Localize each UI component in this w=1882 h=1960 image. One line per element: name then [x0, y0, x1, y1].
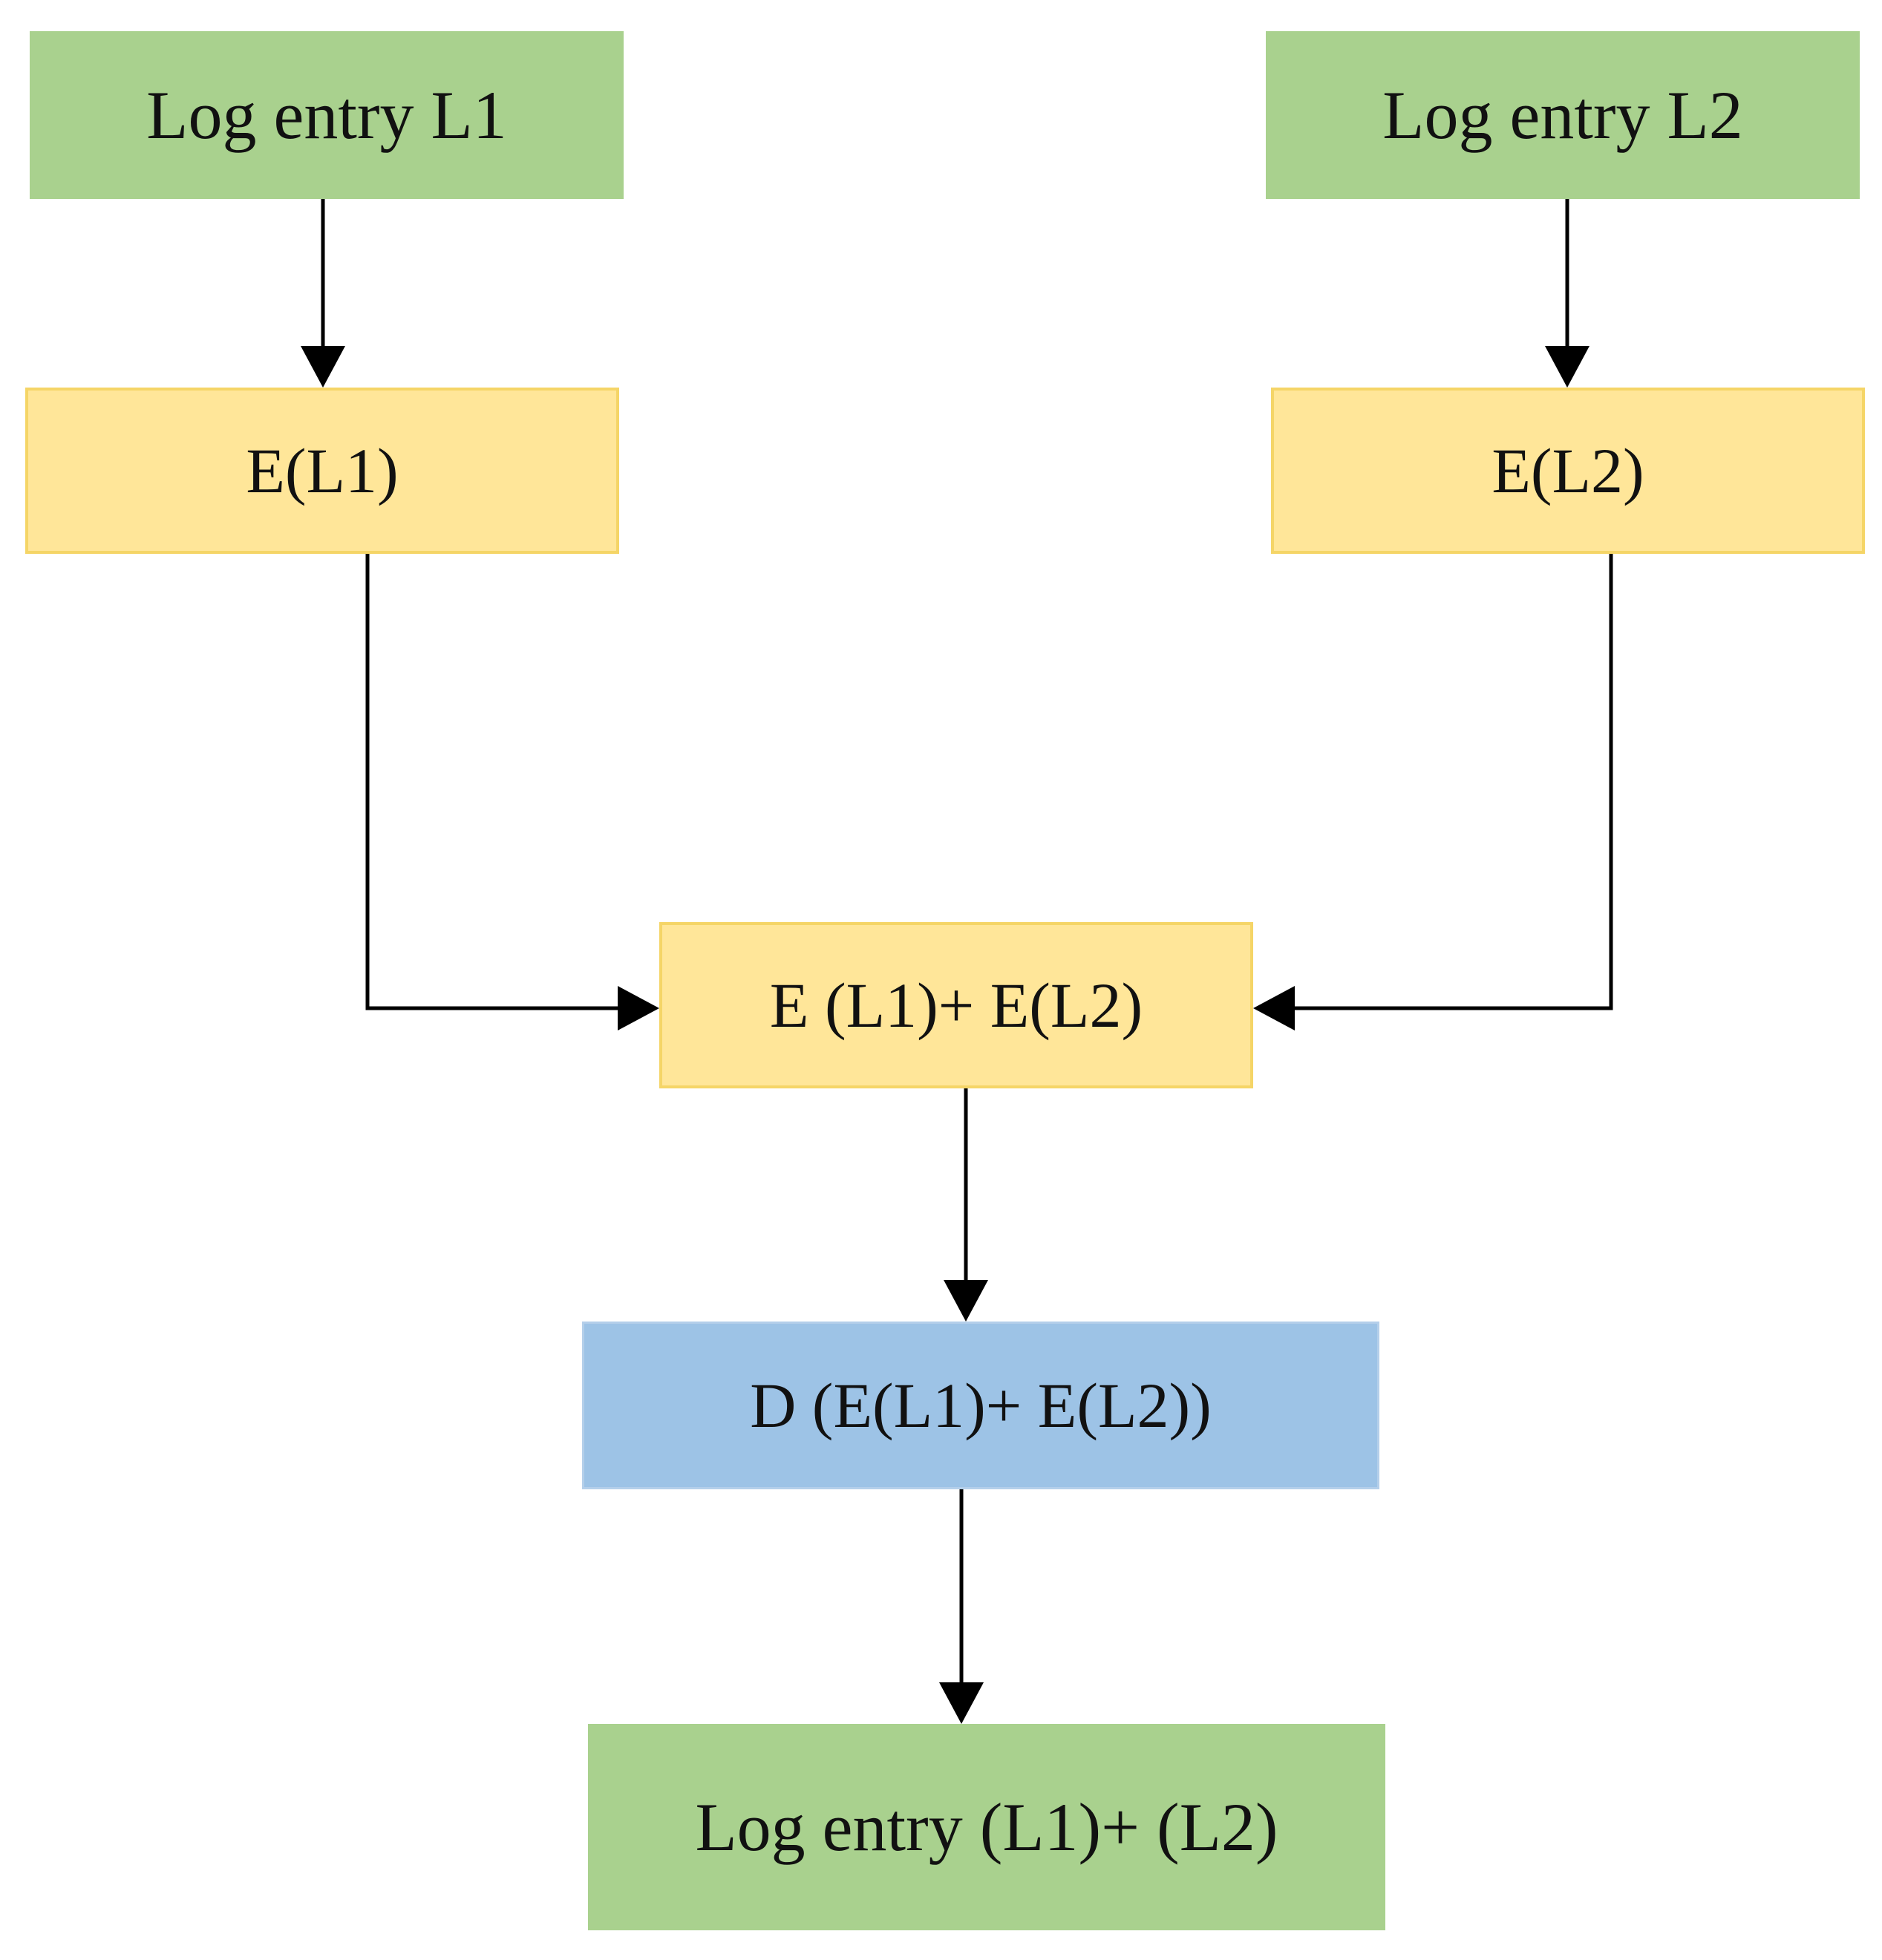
- edge-dec-to-out: [939, 1489, 984, 1724]
- node-encrypted-sum: E (L1)+ E(L2): [659, 922, 1253, 1088]
- node-label: D (E(L1)+ E(L2)): [750, 1370, 1212, 1441]
- node-encrypt-l2: E(L2): [1271, 388, 1865, 554]
- node-label: Log entry L2: [1382, 77, 1743, 153]
- node-log-entry-l2: Log entry L2: [1266, 31, 1860, 199]
- node-label: E (L1)+ E(L2): [769, 970, 1143, 1041]
- edge-sum-to-dec: [944, 1088, 988, 1322]
- node-log-entry-l1: Log entry L1: [30, 31, 624, 199]
- edge-l1-to-el1: [301, 199, 345, 388]
- edge-el2-to-sum: [1253, 554, 1613, 1030]
- node-label: Log entry L1: [146, 77, 507, 153]
- node-label: Log entry (L1)+ (L2): [695, 1789, 1278, 1865]
- node-label: E(L2): [1491, 435, 1644, 506]
- node-decrypt-sum: D (E(L1)+ E(L2)): [582, 1322, 1379, 1489]
- node-result: Log entry (L1)+ (L2): [588, 1724, 1385, 1930]
- edge-el1-to-sum: [365, 554, 659, 1030]
- node-encrypt-l1: E(L1): [25, 388, 619, 554]
- node-label: E(L1): [246, 435, 399, 506]
- edge-l2-to-el2: [1545, 199, 1589, 388]
